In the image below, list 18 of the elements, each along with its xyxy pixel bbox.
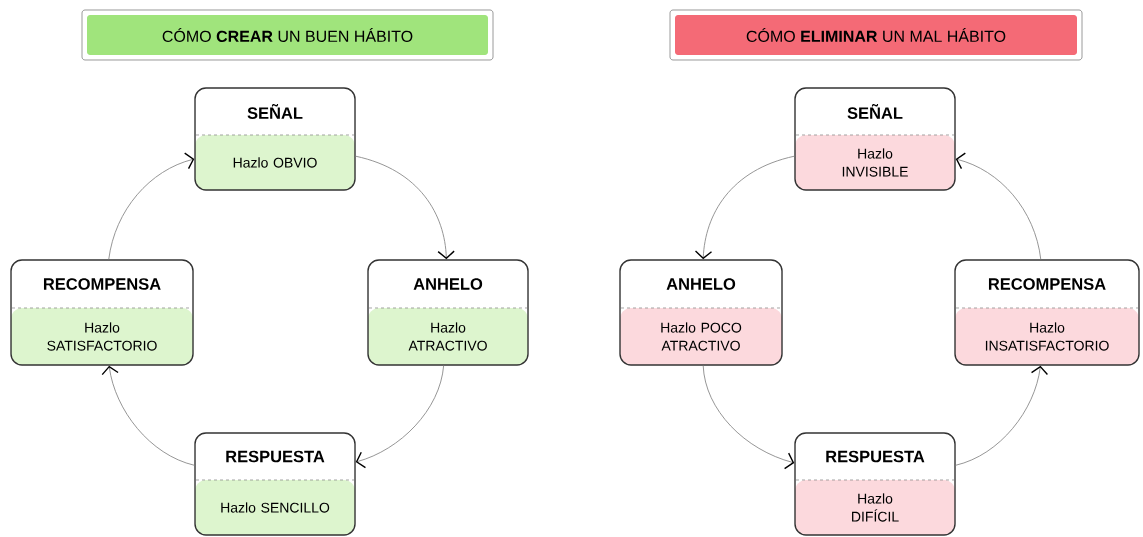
arrow <box>955 152 1042 260</box>
step-card: SEÑAL Hazlo OBVIO <box>194 87 356 191</box>
arrow <box>955 365 1049 466</box>
step-card: SEÑAL Hazlo INVISIBLE <box>794 87 956 191</box>
step-card: ANHELO Hazlo POCO ATRACTIVO <box>619 259 783 366</box>
step-card: RESPUESTA Hazlo DIFÍCIL <box>794 432 956 536</box>
arrow <box>355 365 445 469</box>
arrow <box>694 155 795 260</box>
title-banner: CÓMO CREAR UN BUEN HÁBITO <box>81 9 494 61</box>
arrow <box>108 152 195 260</box>
step-card: RESPUESTA Hazlo SENCILLO <box>194 432 356 536</box>
title-banner: CÓMO ELIMINAR UN MAL HÁBITO <box>669 9 1083 61</box>
arrow <box>702 365 795 470</box>
step-card: ANHELO Hazlo ATRACTIVO <box>367 259 529 366</box>
arrow <box>355 155 455 260</box>
step-card: RECOMPENSA Hazlo INSATISFACTORIO <box>954 259 1140 366</box>
arrow <box>101 365 195 466</box>
step-card: RECOMPENSA Hazlo SATISFACTORIO <box>10 259 194 366</box>
